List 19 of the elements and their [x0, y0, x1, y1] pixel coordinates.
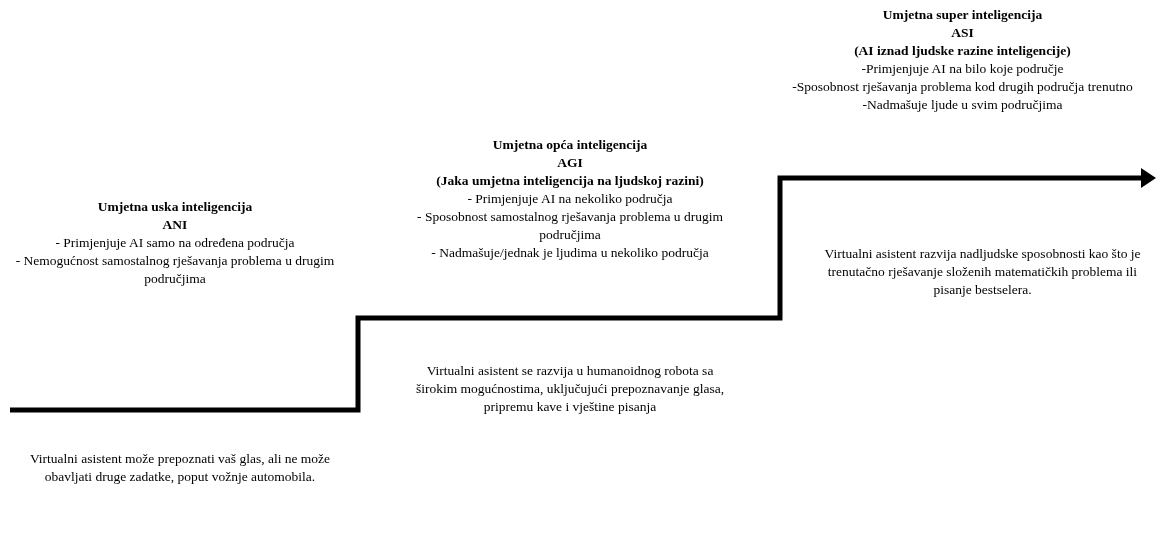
bullet-text: - Sposobnost samostalnog rješavanja problema u drugim područjima — [416, 208, 724, 244]
bullet-text: - Primjenjuje AI samo na određena područja — [54, 234, 296, 252]
bullet-text: -Primjenjuje AI na bilo koje područje — [860, 60, 1065, 78]
stage-abbreviation: ANI — [161, 216, 189, 234]
bullet-text: -Nadmašuje ljude u svim područjima — [861, 96, 1064, 114]
subheading-text: (Jaka umjetna inteligencija na ljudskoj razini) — [435, 172, 705, 190]
bullet-text: - Primjenjuje AI na nekoliko područja — [466, 190, 674, 208]
description-text: Virtualni asistent razvija nadljudske sposobnosti kao što je trenutačno rješavanje složenih matematičkih problema ili pisanje bestselera. — [823, 245, 1142, 299]
bullet-text: - Nadmašuje/jednak je ljudima u nekoliko područja — [430, 244, 710, 262]
heading-text: Umjetna uska inteligencija — [96, 198, 254, 216]
heading-text: Umjetna super inteligencija — [881, 6, 1044, 24]
heading-text: Umjetna opća inteligencija — [491, 136, 649, 154]
bullet-text: -Sposobnost rješavanja problema kod drugih područja trenutno — [791, 78, 1134, 96]
description-text: Virtualni asistent može prepoznati vaš glas, ali ne može obavljati druge zadatke, poput vožnje automobila. — [28, 450, 332, 486]
bullet-text: - Nemogućnost samostalnog rješavanja problema u drugim područjima — [15, 252, 335, 288]
subheading-text: (AI iznad ljudske razine inteligencije) — [853, 42, 1072, 60]
stage-abbreviation: AGI — [556, 154, 584, 172]
stage-abbreviation: ASI — [950, 24, 975, 42]
description-text: Virtualni asistent se razvija u humanoidnog robota sa širokim mogućnostima, uključujući prepoznavanje glasa, pripremu kave i vještine pisanja — [415, 362, 725, 416]
